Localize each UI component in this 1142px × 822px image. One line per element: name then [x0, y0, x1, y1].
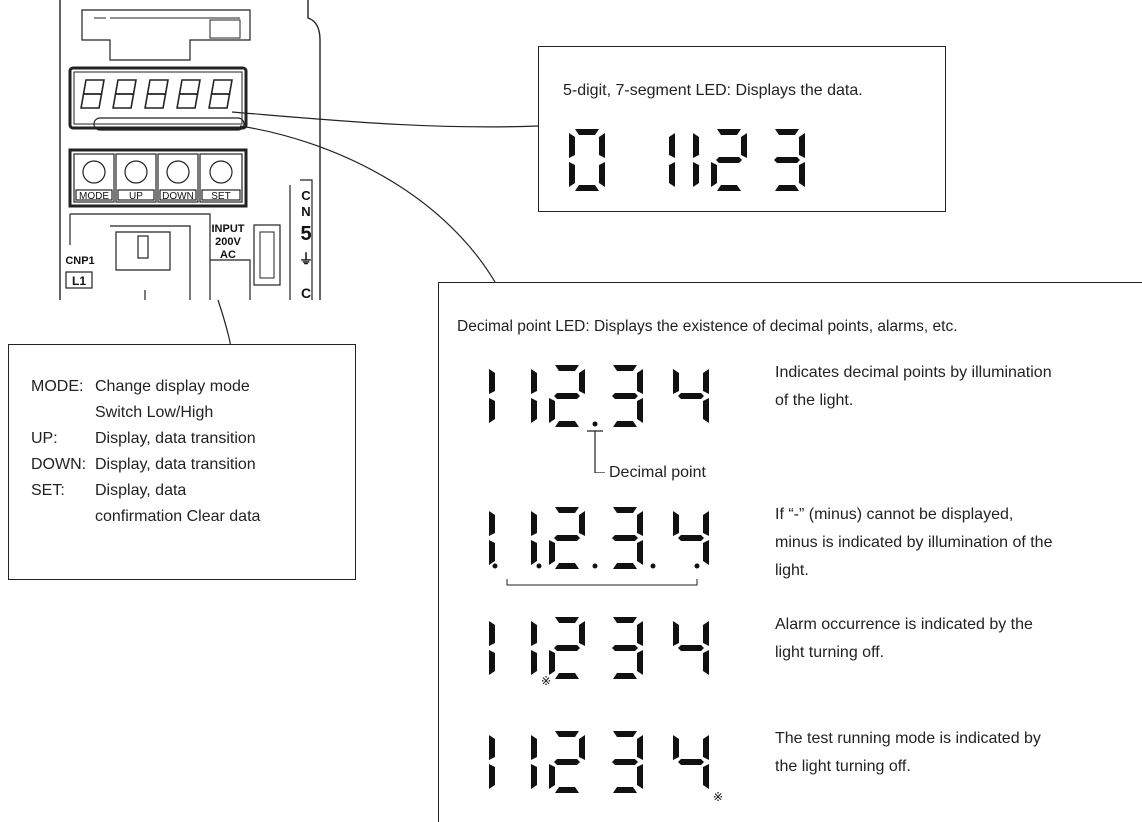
example3-text-1: Alarm occurrence is indicated by the — [775, 616, 1033, 633]
cn5-label-5: 5 — [300, 223, 311, 245]
digit-3 — [774, 129, 805, 191]
input-label: INPUT — [212, 223, 245, 235]
set-text-2: confirmation Clear data — [95, 508, 261, 525]
decimal-point-note: Decimal point — [609, 464, 706, 481]
leader-line-buttons — [217, 299, 232, 347]
example1-text-1: Indicates decimal points by illumination — [775, 364, 1052, 381]
mode-text: Change display mode — [95, 378, 250, 395]
digit-0 — [569, 129, 605, 191]
button-down-label: DOWN — [162, 191, 194, 202]
mode-key: MODE: — [31, 378, 84, 395]
leader-line-decimal — [239, 125, 496, 283]
example1-text-2: of the light. — [775, 392, 854, 409]
led-callout-caption: 5-digit, 7-segment LED: Displays the dat… — [563, 82, 863, 99]
digit-2 — [711, 129, 747, 191]
ac-label: AC — [220, 249, 236, 261]
test-mode-marker: ※ — [713, 790, 723, 804]
button-set-label: SET — [211, 191, 230, 202]
cn-partial-label: C — [301, 285, 311, 300]
button-up-label: UP — [129, 191, 143, 202]
digit-1 — [669, 133, 675, 187]
decimal-point-callout-box: Decimal point LED: Displays the existenc… — [438, 282, 1142, 822]
button-mode-label: MODE — [79, 191, 109, 202]
alarm-marker: ※ — [541, 674, 551, 688]
servo-amplifier-illustration: MODE UP DOWN SET C N 5 ⏚ INPUT 200V AC C… — [59, 0, 321, 300]
set-key: SET: — [31, 482, 65, 499]
seven-segment-display — [567, 127, 847, 193]
example2-text-3: light. — [775, 562, 809, 579]
example-test-mode-display: ※ — [487, 729, 767, 809]
example-alarm-display: ※ — [487, 615, 767, 695]
down-key: DOWN: — [31, 456, 87, 473]
example2-text-1: If “-” (minus) cannot be displayed, — [775, 506, 1014, 523]
led-callout-box: 5-digit, 7-segment LED: Displays the dat… — [538, 46, 946, 212]
cn5-label-c: C — [301, 188, 311, 203]
example2-text-2: minus is indicated by illumination of th… — [775, 534, 1053, 551]
example-minus-display — [487, 505, 767, 615]
buttons-callout-box: MODE: Change display mode Switch Low/Hig… — [8, 344, 356, 580]
leader-line-led — [231, 111, 539, 128]
example4-text-2: the light turning off. — [775, 758, 911, 775]
example4-text-1: The test running mode is indicated by — [775, 730, 1041, 747]
l1-label: L1 — [72, 274, 86, 288]
down-text: Display, data transition — [95, 456, 256, 473]
voltage-label: 200V — [215, 236, 241, 248]
cnp1-label: CNP1 — [65, 255, 94, 267]
up-key: UP: — [31, 430, 58, 447]
set-text: Display, data — [95, 482, 187, 499]
example-decimal-point-display — [487, 363, 767, 473]
decimal-callout-caption: Decimal point LED: Displays the existenc… — [457, 318, 958, 335]
example3-text-2: light turning off. — [775, 644, 885, 661]
mode-text-2: Switch Low/High — [95, 404, 214, 421]
cn5-label-n: N — [301, 204, 310, 219]
digit-1-second — [693, 133, 699, 187]
usb-icon: ⏚ — [299, 251, 313, 267]
up-text: Display, data transition — [95, 430, 256, 447]
